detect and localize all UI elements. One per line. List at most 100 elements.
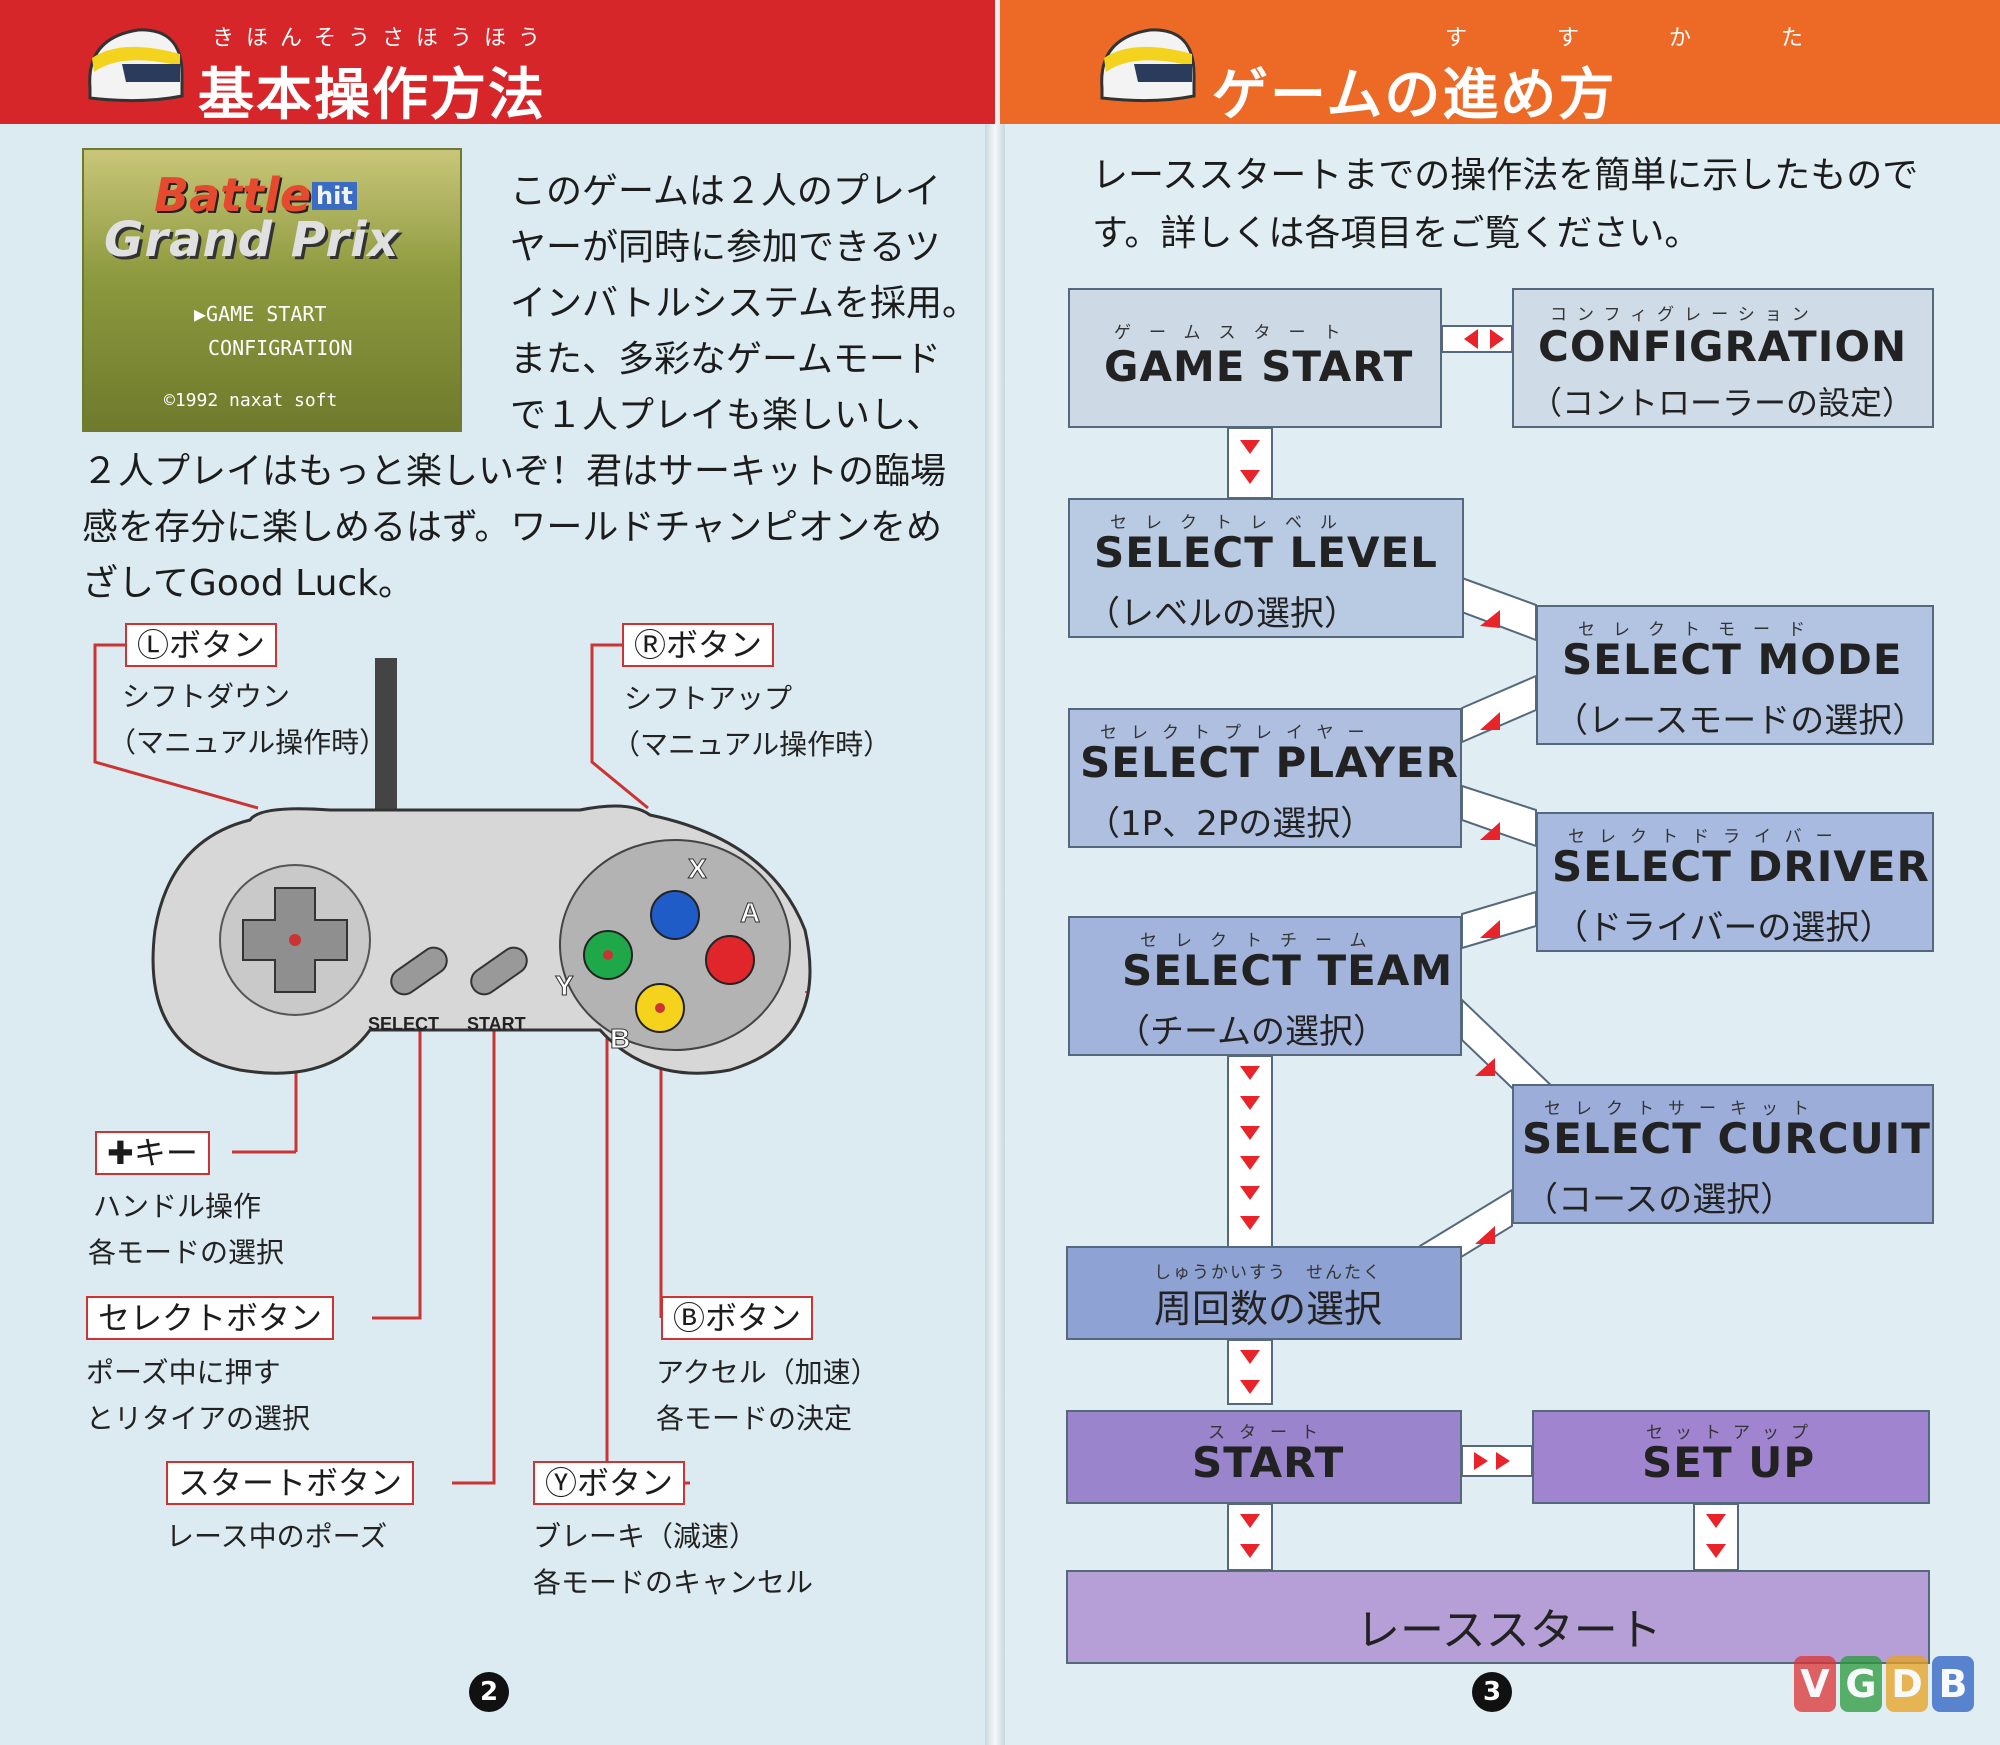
select-curcuit-sub: （コースの選択） bbox=[1524, 1180, 1795, 1220]
select-mode-ruby: セレクトモード bbox=[1578, 620, 1823, 640]
intro-line: ２人プレイはもっと楽しいぞ！君はサーキットの臨場 bbox=[82, 451, 947, 492]
dpad-label: ✚キー bbox=[95, 1131, 210, 1175]
flow-box-set-up: セットアップ SET UP bbox=[1532, 1410, 1930, 1504]
select-button-desc: ポーズ中に押す bbox=[86, 1356, 281, 1389]
select-player-title: SELECT PLAYER bbox=[1080, 738, 1459, 787]
start-ruby: スタート bbox=[1208, 1423, 1332, 1443]
start-button-label: スタートボタン bbox=[166, 1461, 415, 1505]
start-key-icon bbox=[470, 946, 528, 996]
game-start-ruby: ゲームスタート bbox=[1114, 323, 1359, 343]
select-team-sub: （チームの選択） bbox=[1116, 1012, 1387, 1052]
game-menu-start: ▶GAME START bbox=[194, 302, 327, 326]
configration-ruby: コンフィグレーション bbox=[1550, 305, 1819, 325]
select-driver-ruby: セレクトドライバー bbox=[1568, 827, 1847, 847]
intro-line: 感を存分に楽しめるはず。ワールドチャンピオンをめ bbox=[82, 507, 943, 548]
intro-line: また、多彩なゲームモード bbox=[510, 339, 941, 380]
start-label: START bbox=[467, 1014, 526, 1034]
game-menu-config: CONFIGRATION bbox=[208, 336, 353, 360]
configration-sub: （コントローラーの設定） bbox=[1530, 384, 1915, 422]
b-button-desc: 各モードの決定 bbox=[656, 1402, 853, 1435]
set-up-ruby: セットアップ bbox=[1646, 1423, 1820, 1443]
x-button-icon bbox=[650, 890, 700, 940]
select-driver-sub: （ドライバーの選択） bbox=[1554, 908, 1894, 948]
flow-intro-line: レーススタートまでの操作法を簡単に示したもので bbox=[1092, 155, 1919, 196]
game-title-screen: Battle hit Grand Prix ▶GAME START CONFIG… bbox=[82, 148, 462, 432]
left-header: きほんそうさほうほう 基本操作方法 bbox=[0, 0, 995, 128]
flow-intro-line: す。詳しくは各項目をご覧ください。 bbox=[1092, 213, 1701, 254]
l-button-desc: （マニュアル操作時） bbox=[108, 726, 388, 759]
select-level-sub: （レベルの選択） bbox=[1086, 594, 1358, 634]
watermark-letter: G bbox=[1840, 1656, 1882, 1712]
intro-line: で１人プレイも楽しいし、 bbox=[510, 395, 943, 436]
select-button-label: セレクトボタン bbox=[86, 1296, 335, 1340]
y-label: Y bbox=[555, 970, 574, 1001]
left-page-title: 基本操作方法 bbox=[198, 63, 546, 128]
laps-ruby: しゅうかいすう せんたく bbox=[1154, 1263, 1382, 1283]
select-button-desc: とリタイアの選択 bbox=[86, 1402, 311, 1435]
page-number-right: 3 bbox=[1472, 1672, 1512, 1712]
right-page-title: ゲームの進め方 bbox=[1212, 63, 1617, 128]
snes-controller: SELECT START X A Y B bbox=[151, 658, 812, 1075]
dpad-desc: ハンドル操作 bbox=[93, 1190, 262, 1223]
left-header-ruby: きほんそうさほうほう bbox=[212, 26, 553, 51]
flow-box-start: スタート START bbox=[1066, 1410, 1462, 1504]
select-player-ruby: セレクトプレイヤー bbox=[1100, 723, 1379, 743]
game-copyright: ©1992 naxat soft bbox=[164, 390, 338, 411]
a-button-icon bbox=[705, 935, 755, 985]
select-level-title: SELECT LEVEL bbox=[1094, 528, 1438, 577]
game-logo-hit: hit bbox=[312, 182, 357, 210]
laps-title: 周回数の選択 bbox=[1154, 1287, 1383, 1331]
start-button-desc: レース中のポーズ bbox=[166, 1520, 388, 1553]
right-header-ruby: すすかた bbox=[1445, 26, 1894, 51]
l-button-label: Ⓛボタン bbox=[125, 623, 278, 667]
right-header: すすかた ゲームの進め方 bbox=[1000, 0, 2000, 128]
x-label: X bbox=[688, 853, 707, 884]
book-spine bbox=[985, 0, 1005, 1745]
select-level-ruby: セレクトレベル bbox=[1110, 513, 1355, 533]
watermark-letter: B bbox=[1932, 1656, 1974, 1712]
r-button-desc: シフトアップ bbox=[624, 682, 793, 715]
select-label: SELECT bbox=[368, 1014, 439, 1034]
intro-line: ヤーが同時に参加できるツ bbox=[510, 227, 941, 268]
helmet-icon bbox=[1100, 28, 1196, 103]
y-button-desc: ブレーキ（減速） bbox=[533, 1520, 758, 1553]
start-title: START bbox=[1192, 1438, 1345, 1487]
r-button-desc: （マニュアル操作時） bbox=[612, 728, 892, 761]
a-label: A bbox=[740, 897, 760, 928]
b-button-label: Ⓑボタン bbox=[661, 1296, 814, 1340]
game-logo-grand-prix: Grand Prix bbox=[104, 212, 400, 268]
intro-line: このゲームは２人のプレイ bbox=[510, 171, 941, 212]
flow-box-select-team: セレクトチーム SELECT TEAM （チームの選択） bbox=[1068, 916, 1462, 1056]
set-up-title: SET UP bbox=[1642, 1438, 1816, 1487]
b-label: B bbox=[610, 1023, 630, 1054]
select-curcuit-ruby: セレクトサーキット bbox=[1544, 1099, 1823, 1119]
watermark-letter: D bbox=[1886, 1656, 1928, 1712]
flow-box-game-start: ゲームスタート GAME START bbox=[1068, 288, 1442, 428]
select-player-sub: （1P、2Pの選択） bbox=[1086, 804, 1375, 844]
flow-box-select-level: セレクトレベル SELECT LEVEL （レベルの選択） bbox=[1068, 498, 1464, 638]
game-start-title: GAME START bbox=[1104, 342, 1414, 391]
game-logo-battle: Battle bbox=[154, 168, 312, 222]
l-button-desc: シフトダウン bbox=[122, 680, 291, 713]
flow-box-laps: しゅうかいすう せんたく 周回数の選択 bbox=[1066, 1246, 1462, 1340]
select-team-title: SELECT TEAM bbox=[1122, 946, 1454, 995]
select-driver-title: SELECT DRIVER bbox=[1552, 842, 1930, 891]
select-mode-sub: （レースモードの選択） bbox=[1554, 701, 1927, 741]
flow-box-select-mode: セレクトモード SELECT MODE （レースモードの選択） bbox=[1536, 605, 1934, 745]
y-button-label: Ⓨボタン bbox=[533, 1461, 686, 1505]
select-curcuit-title: SELECT CURCUIT bbox=[1522, 1114, 1931, 1163]
y-button-desc: 各モードのキャンセル bbox=[533, 1566, 814, 1599]
select-mode-title: SELECT MODE bbox=[1562, 635, 1903, 684]
race-start-title: レーススタート bbox=[1356, 1605, 1662, 1656]
page-number-left: 2 bbox=[469, 1672, 509, 1712]
flow-box-select-player: セレクトプレイヤー SELECT PLAYER （1P、2Pの選択） bbox=[1068, 708, 1462, 848]
r-button-label: Ⓡボタン bbox=[622, 623, 775, 667]
select-team-ruby: セレクトチーム bbox=[1140, 931, 1385, 951]
intro-line: インバトルシステムを採用。 bbox=[510, 283, 979, 324]
flow-box-select-curcuit: セレクトサーキット SELECT CURCUIT （コースの選択） bbox=[1512, 1084, 1934, 1224]
intro-line: ざしてGood Luck。 bbox=[82, 563, 415, 604]
flow-box-select-driver: セレクトドライバー SELECT DRIVER （ドライバーの選択） bbox=[1536, 812, 1934, 952]
helmet-icon bbox=[88, 28, 184, 103]
